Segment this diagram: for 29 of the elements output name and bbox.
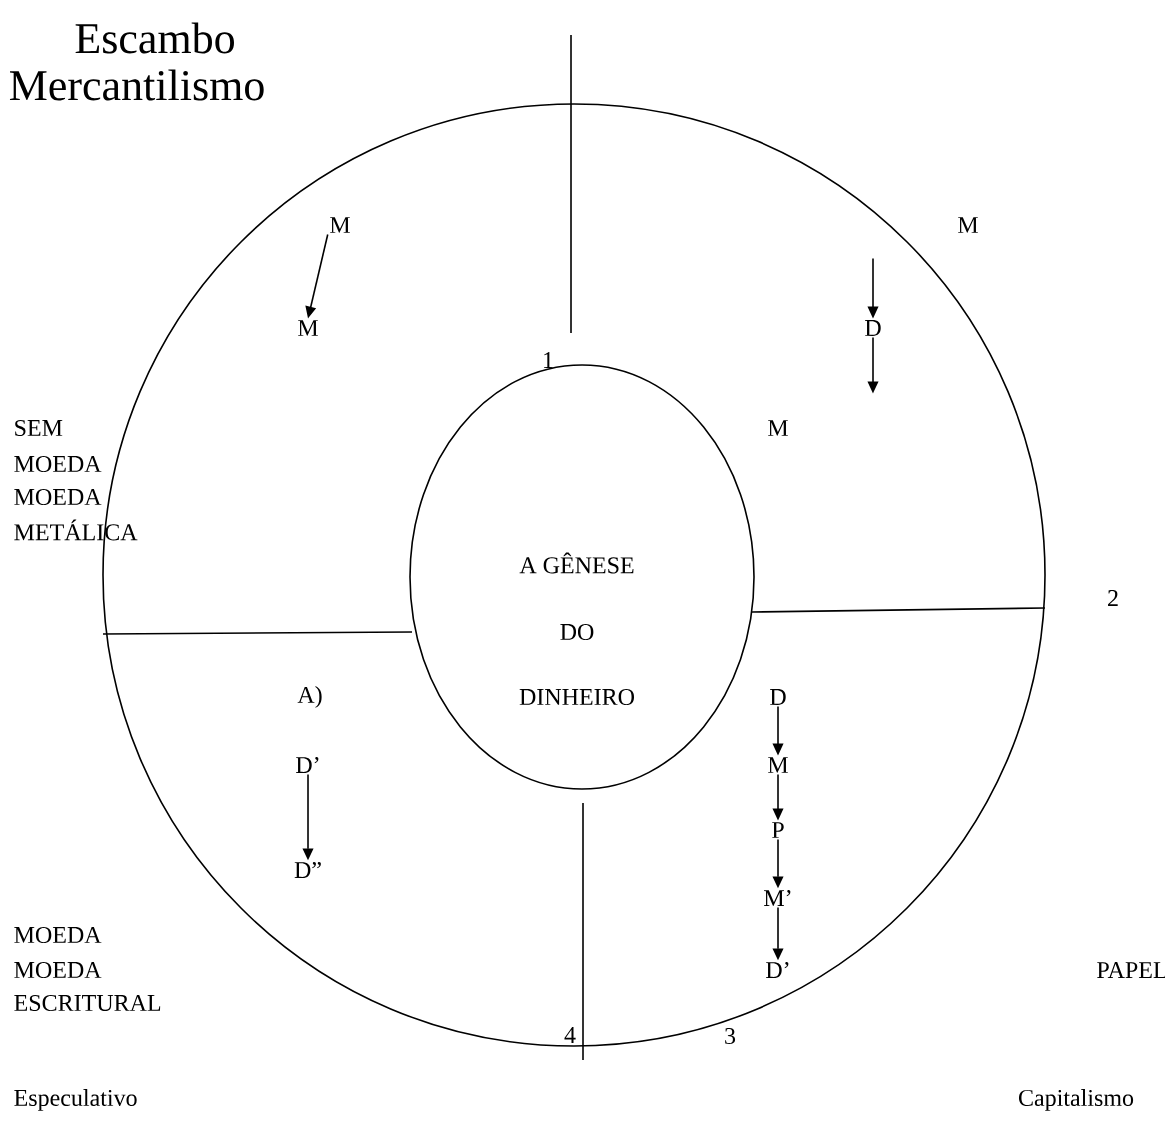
text-label: M xyxy=(958,217,978,233)
text-label: MOEDA xyxy=(14,488,102,506)
text-label: 4 xyxy=(564,1027,576,1043)
node-text: A GÊNESE xyxy=(519,552,634,574)
text-label: 3 xyxy=(725,1027,736,1045)
text-label: MOEDA xyxy=(14,926,102,944)
letter-label: D’ xyxy=(766,962,789,978)
letter-label: D xyxy=(770,689,786,705)
text-label: ESCRITURAL xyxy=(14,994,161,1012)
letter-label: M xyxy=(330,217,350,233)
letter-label: M xyxy=(298,320,318,336)
node-text: DO xyxy=(560,623,594,641)
text-label: SEM xyxy=(15,419,63,437)
text-label: MOEDA xyxy=(14,455,102,473)
letter-label: P xyxy=(772,822,784,838)
text-label: 2 xyxy=(1108,590,1118,606)
text-label: MOEDA xyxy=(14,961,102,979)
letter-label: M’ xyxy=(764,890,791,906)
text-label: Capitalismo xyxy=(1019,1089,1134,1111)
text-label: A) xyxy=(297,686,322,708)
text-label: Mercantilismo xyxy=(10,69,264,101)
text-label: Escambo xyxy=(75,22,234,54)
letter-label: D’ xyxy=(296,757,319,773)
letter-label: D xyxy=(865,320,881,336)
text-label: 1 xyxy=(544,352,553,368)
letter-label: D” xyxy=(294,862,321,878)
node-text: DINHEIRO xyxy=(519,688,634,706)
letter-label: M xyxy=(768,757,788,773)
text-label: Especulativo xyxy=(14,1089,137,1111)
